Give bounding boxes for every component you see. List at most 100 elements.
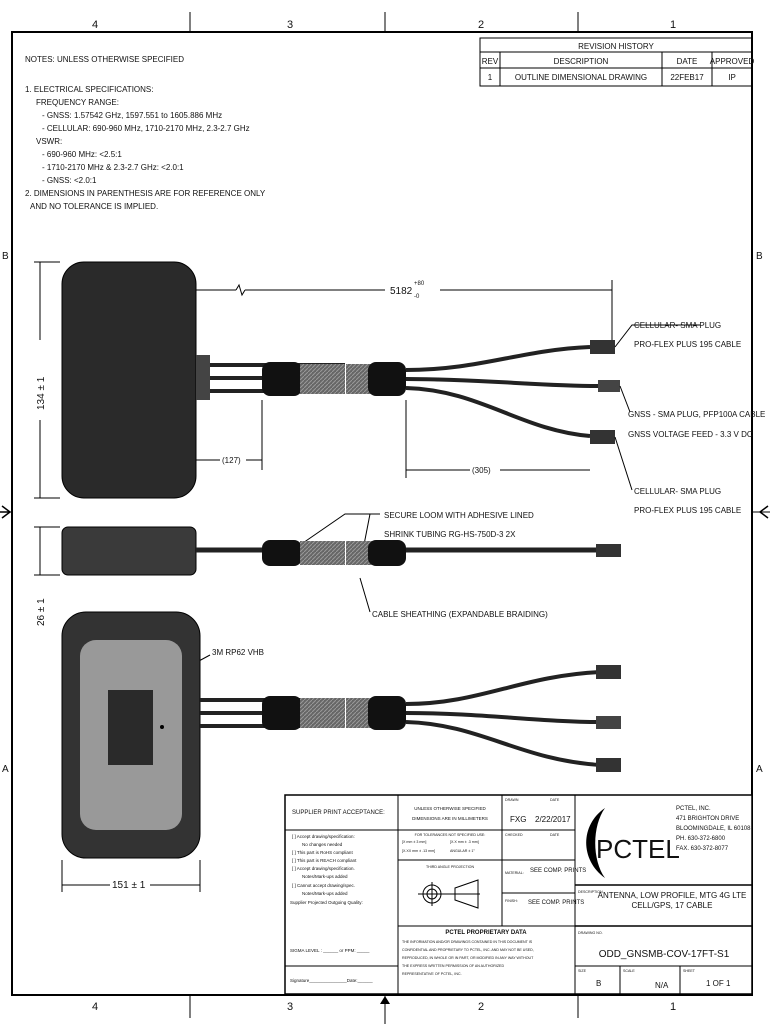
zones-left-0: B (2, 251, 9, 262)
centering-arrow-bottom-icon (380, 996, 390, 1004)
title-block-date-label: DATE (550, 798, 560, 802)
title-block-supplier-lines-1: No changes needed (302, 842, 343, 847)
callout-vhb: 3M RP62 VHB (212, 648, 264, 657)
title-block-company-1: 471 BRIGHTON DRIVE (676, 816, 739, 822)
dimension-length-value: 5182 (390, 286, 413, 297)
title-block-desc-label: DESCRIPTION (578, 890, 603, 894)
zones-right-1: A (756, 764, 763, 775)
dimension-ref-127: (127) (222, 456, 241, 465)
title-block-sheet-label: SHEET (683, 969, 696, 973)
zones-top-0: 4 (92, 19, 98, 31)
title-block-company-4: FAX. 630-372-8077 (676, 846, 729, 852)
pctel-logo: PCTEL (586, 808, 680, 878)
callout-cellular-1: CELLULAR- SMA PLUG (634, 321, 721, 330)
title-block-checked-date-label: DATE (550, 833, 560, 837)
title-block-size: B (596, 979, 601, 988)
revision-headers-2: DATE (677, 57, 698, 66)
zones-bottom-0: 4 (92, 1001, 98, 1013)
title-block: SUPPLIER PRINT ACCEPTANCE: [ ] Accept dr… (284, 794, 753, 995)
title-block-tol-3: [X.XX mm ± .13 mm] (402, 849, 435, 853)
callout-cellular-1-cable: PRO-FLEX PLUS 195 CABLE (634, 340, 741, 349)
zones-top-2: 2 (478, 19, 484, 31)
title-block-sheet: 1 OF 1 (706, 979, 731, 988)
zones-bottom-1: 3 (287, 1001, 293, 1013)
title-block-material: SEE COMP. PRINTS (530, 868, 586, 874)
title-block-supplier-lines-6: [ ] Cannot accept drawing/spec. (292, 883, 355, 888)
title-block-material-label: MATERIAL: (505, 871, 524, 875)
title-block-prop-lines-0: THE INFORMATION AND/OR DRAWINGS CONTAINE… (402, 940, 533, 944)
callout-gnss-voltage: GNSS VOLTAGE FEED - 3.3 V DC (628, 430, 753, 439)
callout-loom-tubing: SHRINK TUBING RG-HS-750D-3 2X (384, 530, 516, 539)
title-block-prop-lines-1: CONFIDENTIAL AND PROPRIETARY TO PCTEL, I… (402, 948, 534, 952)
title-block-scale-label: SCALE (623, 969, 635, 973)
revision-table: REVISION HISTORY REV DESCRIPTION DATE AP… (479, 37, 755, 87)
cable-assembly-top (210, 340, 620, 444)
title-block-company-0: PCTEL, INC. (676, 806, 711, 812)
title-block-tol-title: FOR TOLERANCES NOT SPECIFIED USE: (415, 833, 486, 837)
title-block-prop-lines-4: REPRESENTATIVE OF PCTEL, INC. (402, 972, 462, 976)
zones-top-3: 1 (670, 19, 676, 31)
centering-arrow-left-icon (0, 505, 12, 519)
dimension-length (196, 280, 613, 340)
revision-rows-0-3: IP (728, 73, 736, 82)
title-block-finish-label: FINISH: (505, 899, 518, 903)
title-block-checked-label: CHECKED (505, 833, 523, 837)
title-block-supplier-lines-8: Supplier Projected Outgoing Quality: (290, 900, 363, 905)
centering-arrow-right-icon (758, 505, 769, 519)
title-block-desc-b: CELL/GPS, 17 CABLE (632, 901, 713, 910)
title-block-units-b: DIMENSIONS ARE IN MILLIMETERS (412, 816, 488, 821)
title-block-finish: SEE COMP. PRINTS (528, 900, 584, 906)
title-block-prop-lines-3: THE EXPRESS WRITTEN PERMISSION OF AN AUT… (402, 964, 504, 968)
notes-lines-8: 2. DIMENSIONS IN PARENTHESIS ARE FOR REF… (25, 189, 266, 198)
dimension-ref-305: (305) (472, 466, 491, 475)
callout-sheathing: CABLE SHEATHING (EXPANDABLE BRAIDING) (372, 610, 548, 619)
third-angle-projection-icon (418, 879, 480, 909)
title-block-dwg-label: DRAWING NO. (578, 931, 603, 935)
notes-title: NOTES: UNLESS OTHERWISE SPECIFIED (25, 55, 184, 64)
title-block-size-label: SIZE (578, 969, 587, 973)
notes-lines-7: - GNSS: <2.0:1 (42, 176, 97, 185)
title-block-tol-4: ANGULAR ± 1° (450, 849, 475, 853)
revision-rows-0-2: 22FEB17 (670, 73, 704, 82)
title-block-supplier-lines-2: [ ] This part is RoHS compliant (292, 850, 353, 855)
title-block-supplier-lines-4: [ ] Accept drawing/specification. (292, 866, 355, 871)
callout-loom: SECURE LOOM WITH ADHESIVE LINED (384, 511, 534, 520)
antenna-side-view (34, 526, 621, 576)
tolerance-plus: +80 (414, 281, 425, 287)
title-block-supplier-lines-5: Notes/Mark-ups added (302, 874, 348, 879)
title-block-supplier-lines-3: [ ] This part is REACH compliant (292, 858, 357, 863)
title-block-projection: THIRD ANGLE PROJECTION (426, 865, 475, 869)
title-block-tol-2: [X.X mm ± .3 mm] (450, 840, 479, 844)
title-block-drawn-label: DRAWN (505, 798, 519, 802)
notes-lines-3: - CELLULAR: 690-960 MHz, 1710-2170 MHz, … (42, 124, 250, 133)
dimension-lines (34, 261, 590, 499)
title-block-units-a: UNLESS OTHERWISE SPECIFIED (414, 806, 486, 811)
title-block-signature: Signature_______________Date:______ (290, 978, 373, 983)
antenna-bottom-view (61, 611, 621, 892)
callout-cellular-2-cable: PRO-FLEX PLUS 195 CABLE (634, 506, 741, 515)
title-block-supplier-lines-0: [ ] Accept drawing/specification: (292, 834, 355, 839)
title-block-supplier-lines-7: Notes/Mark-ups added (302, 891, 348, 896)
title-block-logo: PCTEL (596, 834, 680, 864)
notes-lines-5: - 690-960 MHz: <2.5:1 (42, 150, 122, 159)
dimension-thickness: 26 ± 1 (36, 598, 47, 626)
title-block-company-3: PH. 630-372-6800 (676, 836, 726, 842)
title-block-tol-1: [X mm ± 3 mm] (402, 840, 426, 844)
revision-rows-0-0: 1 (488, 73, 493, 82)
title-block-company-2: BLOOMINGDALE, IL 60108 (676, 826, 751, 832)
title-block-drawn-date: 2/22/2017 (535, 815, 571, 824)
notes: NOTES: UNLESS OTHERWISE SPECIFIED 1. ELE… (25, 55, 266, 211)
title-block-scale: N/A (655, 981, 669, 990)
title-block-dwg: ODD_GNSMB-COV-17FT-S1 (599, 949, 730, 960)
revision-headers-1: DESCRIPTION (554, 57, 609, 66)
zone-labels: 4 3 2 1 4 3 2 1 B A B A (2, 19, 763, 1013)
notes-lines-6: - 1710-2170 MHz & 2.3-2.7 GHz: <2.0:1 (42, 163, 184, 172)
revision-headers-3: APPROVED (710, 57, 755, 66)
title-block-prop-lines-2: REPRODUCED, IN WHOLE OR IN PART, OR MODI… (402, 956, 534, 960)
notes-lines-1: FREQUENCY RANGE: (36, 98, 119, 107)
notes-lines-0: 1. ELECTRICAL SPECIFICATIONS: (25, 85, 153, 94)
notes-lines-2: - GNSS: 1.57542 GHz, 1597.551 to 1605.88… (42, 111, 222, 120)
tolerance-minus: -0 (414, 294, 420, 300)
zones-bottom-2: 2 (478, 1001, 484, 1013)
